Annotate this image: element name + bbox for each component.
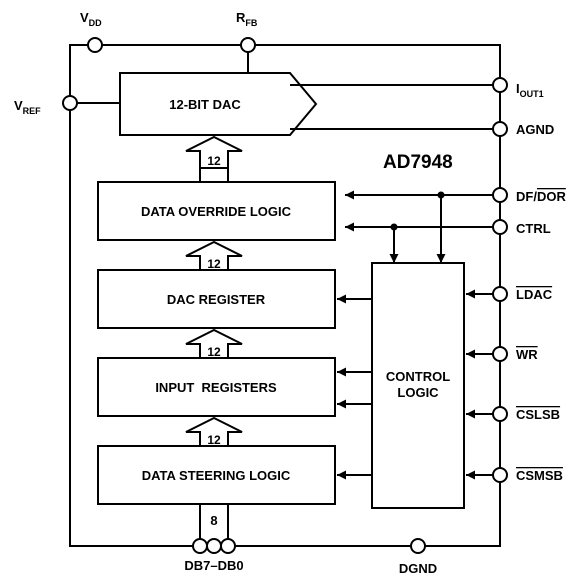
rfb-pin [240, 37, 256, 53]
iout1-label: IOUT1 [516, 81, 544, 99]
control-logic-label-1: CONTROL [386, 369, 450, 384]
vdd-pin [87, 37, 103, 53]
iout1-pin [492, 77, 508, 93]
override-block [97, 181, 336, 241]
db-pin-1 [192, 538, 208, 554]
bus-width-to-override: 12 [207, 257, 221, 271]
vref-label: VREF [14, 98, 41, 116]
override-label: DATA OVERRIDE LOGIC [141, 204, 292, 219]
dgnd-label: DGND [399, 561, 437, 576]
bus-width-to-dac-register: 12 [207, 345, 221, 359]
cslsb-label: CSLSB [516, 407, 560, 422]
input-registers-block [97, 357, 336, 417]
bus-width-to-input-registers: 12 [207, 433, 221, 447]
input-registers-label: INPUT REGISTERS [155, 380, 277, 395]
vref-pin [62, 95, 78, 111]
db-label: DB7–DB0 [184, 558, 243, 573]
control-logic-label-2: LOGIC [397, 385, 439, 400]
cslsb-pin [492, 406, 508, 422]
control-logic-block [371, 262, 465, 509]
csmsb-label: CSMSB [516, 468, 563, 483]
bus-arrow-to-dac-register [185, 328, 243, 359]
steering-block [97, 445, 336, 505]
ctrl-label: CTRL [516, 221, 551, 236]
bus-width-to-dac: 12 [207, 154, 221, 168]
agnd-pin [492, 121, 508, 137]
steering-label: DATA STEERING LOGIC [142, 468, 291, 483]
bus-arrow-to-override [185, 240, 243, 271]
bus-arrow-to-input-registers [185, 416, 243, 447]
bus-width-input: 8 [210, 513, 217, 528]
ctrl-pin [492, 219, 508, 235]
wr-label: WR [516, 347, 538, 362]
rfb-label: RFB [236, 10, 258, 28]
vdd-label: VDD [80, 10, 102, 28]
df-dor-label: DF/DOR [516, 189, 566, 204]
wr-pin [492, 346, 508, 362]
dac-label: 12-BIT DAC [169, 97, 241, 112]
db-pin-3 [220, 538, 236, 554]
agnd-label: AGND [516, 122, 554, 137]
df-dor-pin [492, 187, 508, 203]
dac-register-block [97, 269, 336, 329]
dac-register-label: DAC REGISTER [167, 292, 266, 307]
dac-block [119, 72, 318, 136]
dgnd-pin [410, 538, 426, 554]
csmsb-pin [492, 467, 508, 483]
bus-arrow-to-dac [185, 135, 243, 169]
ldac-pin [492, 286, 508, 302]
ldac-label: LDAC [516, 287, 553, 302]
db-pin-2 [206, 538, 222, 554]
chip-name: AD7948 [383, 152, 453, 173]
